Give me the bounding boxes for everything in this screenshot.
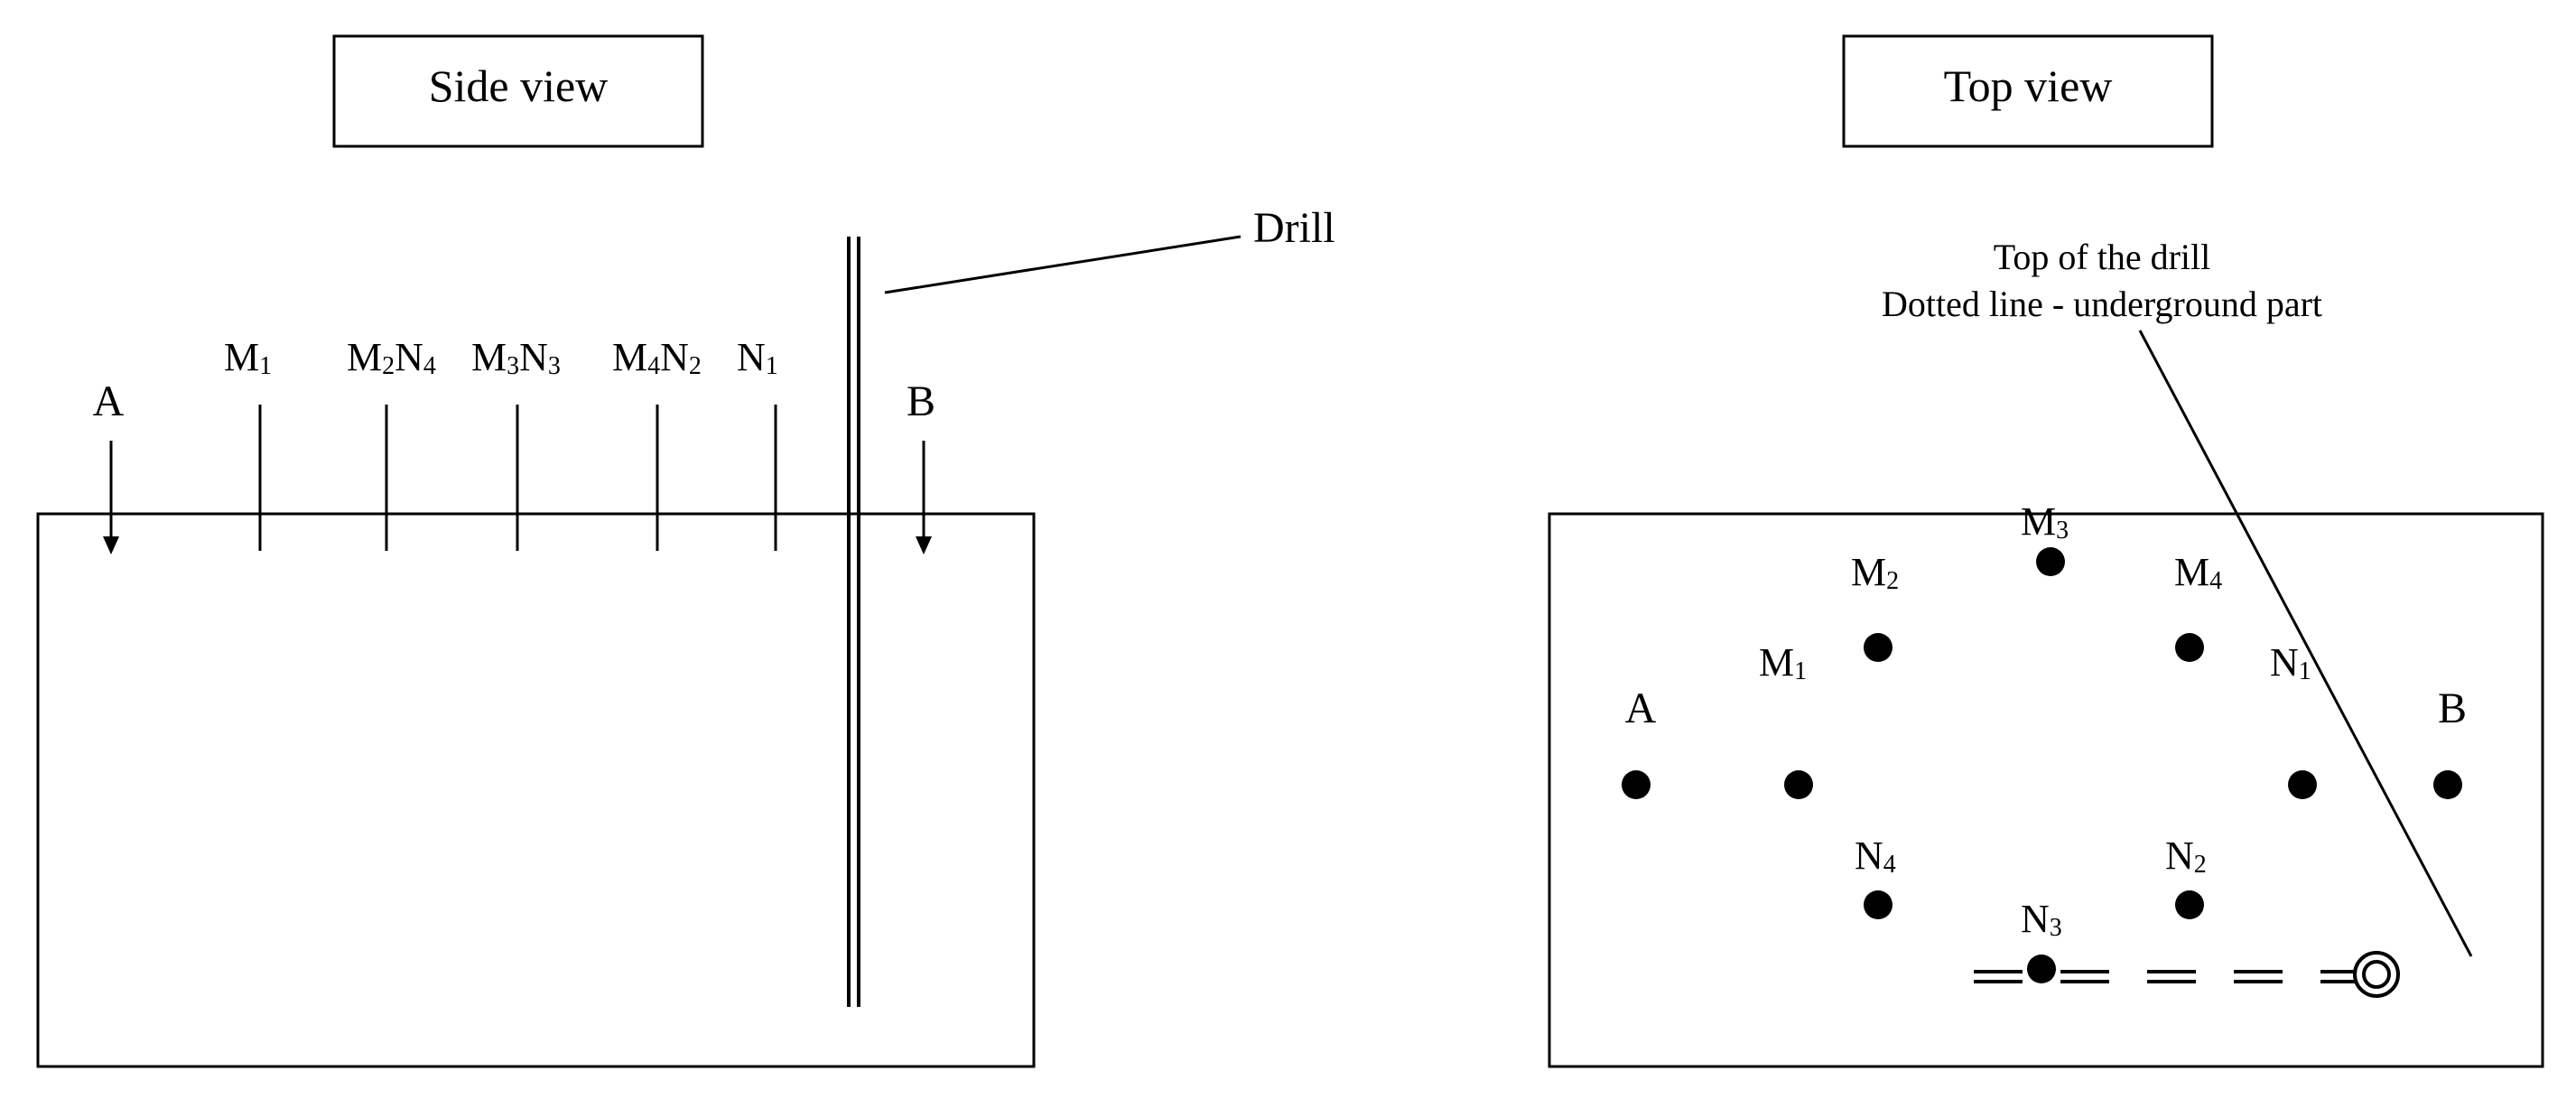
side-view-probe-m3n3: M3N3 xyxy=(471,335,561,551)
top-view-annotation-leader xyxy=(2138,330,2473,957)
side-view-drill-label: Drill xyxy=(1253,204,1335,252)
top-view-title: Top view xyxy=(1944,61,2113,111)
top-view-point-a-dot xyxy=(1622,770,1651,799)
side-view-probe-m4n2: M4N2 xyxy=(612,335,702,551)
electrode-dot xyxy=(2288,770,2317,799)
electrode-label: M4 xyxy=(2174,550,2222,595)
probe-label: N1 xyxy=(737,335,778,380)
electrode-dot xyxy=(2175,633,2204,662)
electrode-label: M1 xyxy=(1759,640,1807,685)
side-view-drill-leader xyxy=(884,235,1242,294)
top-view-drill-top-outer xyxy=(2353,951,2400,998)
top-view-electrode-m3: M3 xyxy=(2021,499,2069,576)
side-view-point-a-label: A xyxy=(93,377,125,425)
top-view-electrode-m1: M1 xyxy=(1759,640,1813,799)
top-view-electrode-m4: M4 xyxy=(2174,550,2222,662)
side-view-probe-m2n4: M2N4 xyxy=(347,335,436,551)
side-view-panel: Side view A B M1 M2N4 M3N3 M4N2 N xyxy=(36,34,1335,1068)
electrode-dot xyxy=(1864,890,1892,919)
electrode-dot xyxy=(2027,955,2056,983)
probe-label: M4N2 xyxy=(612,335,702,380)
side-view-point-a-arrowhead xyxy=(103,536,119,554)
probe-label: M3N3 xyxy=(471,335,561,380)
electrode-label: N4 xyxy=(1855,834,1896,879)
electrode-label: N2 xyxy=(2165,834,2207,879)
top-view-point-b-dot xyxy=(2433,770,2462,799)
side-view-title: Side view xyxy=(429,61,609,111)
electrode-label: M2 xyxy=(1851,550,1899,595)
top-view-point-a-label: A xyxy=(1625,685,1657,732)
top-view-ground-block xyxy=(1548,512,2544,1068)
top-view-panel: Top view Top of the drill Dotted line - … xyxy=(1548,34,2544,1068)
top-view-title-box xyxy=(1842,34,2214,148)
side-view-point-b-label: B xyxy=(907,377,935,425)
probe-label: M2N4 xyxy=(347,335,436,380)
top-view-electrode-n2: N2 xyxy=(2165,834,2207,919)
top-view-annotation-line1: Top of the drill xyxy=(1994,237,2211,277)
top-view-electrode-n4: N4 xyxy=(1855,834,1896,919)
probe-label: M1 xyxy=(224,335,272,380)
top-view-point-b-label: B xyxy=(2438,685,2467,732)
top-view-electrode-n3: N3 xyxy=(2021,897,2062,983)
top-view-annotation-line2: Dotted line - underground part xyxy=(1882,284,2322,324)
side-view-point-b-arrowhead xyxy=(916,536,932,554)
electrode-label: N3 xyxy=(2021,897,2062,942)
side-view-probe-m1: M1 xyxy=(224,335,272,551)
electrode-dot xyxy=(2175,890,2204,919)
side-view-ground-block xyxy=(36,512,1036,1068)
top-view-drill-top-inner xyxy=(2362,960,2391,989)
electrode-label: M3 xyxy=(2021,499,2069,545)
top-view-electrode-m2: M2 xyxy=(1851,550,1899,662)
side-view-title-box xyxy=(332,34,704,148)
side-view-probe-n1: N1 xyxy=(737,335,778,551)
top-view-electrode-n1: N1 xyxy=(2270,640,2317,799)
electrode-dot xyxy=(2036,547,2065,576)
electrode-label: N1 xyxy=(2270,640,2311,685)
electrode-dot xyxy=(1784,770,1813,799)
top-view-drill-underground-dashed xyxy=(1974,970,2358,983)
electrode-dot xyxy=(1864,633,1892,662)
